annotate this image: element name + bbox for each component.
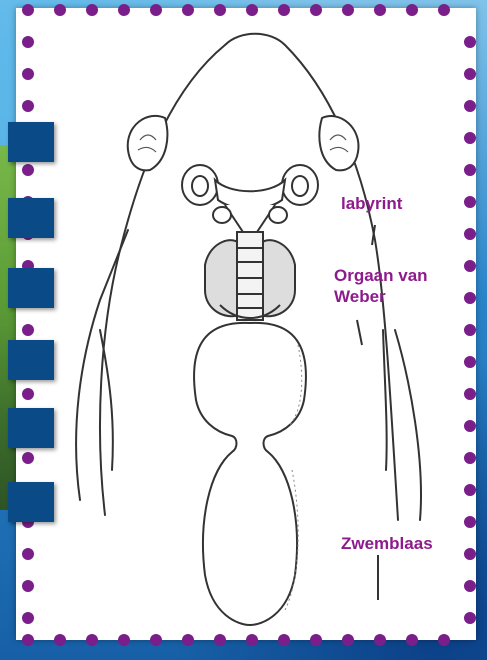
label-weber-organ: Orgaan van Weber [334,265,454,307]
swim-bladder [194,323,306,625]
left-eye [128,116,168,170]
right-body-contour [395,330,421,520]
leader-weber [357,320,362,345]
right-eye [319,116,358,170]
weber-organ [205,232,295,320]
left-fin-line [100,330,113,470]
labyrinth-structure [182,165,318,235]
label-labyrinth: labyrint [341,193,402,214]
label-swim-bladder: Zwemblaas [341,533,433,554]
